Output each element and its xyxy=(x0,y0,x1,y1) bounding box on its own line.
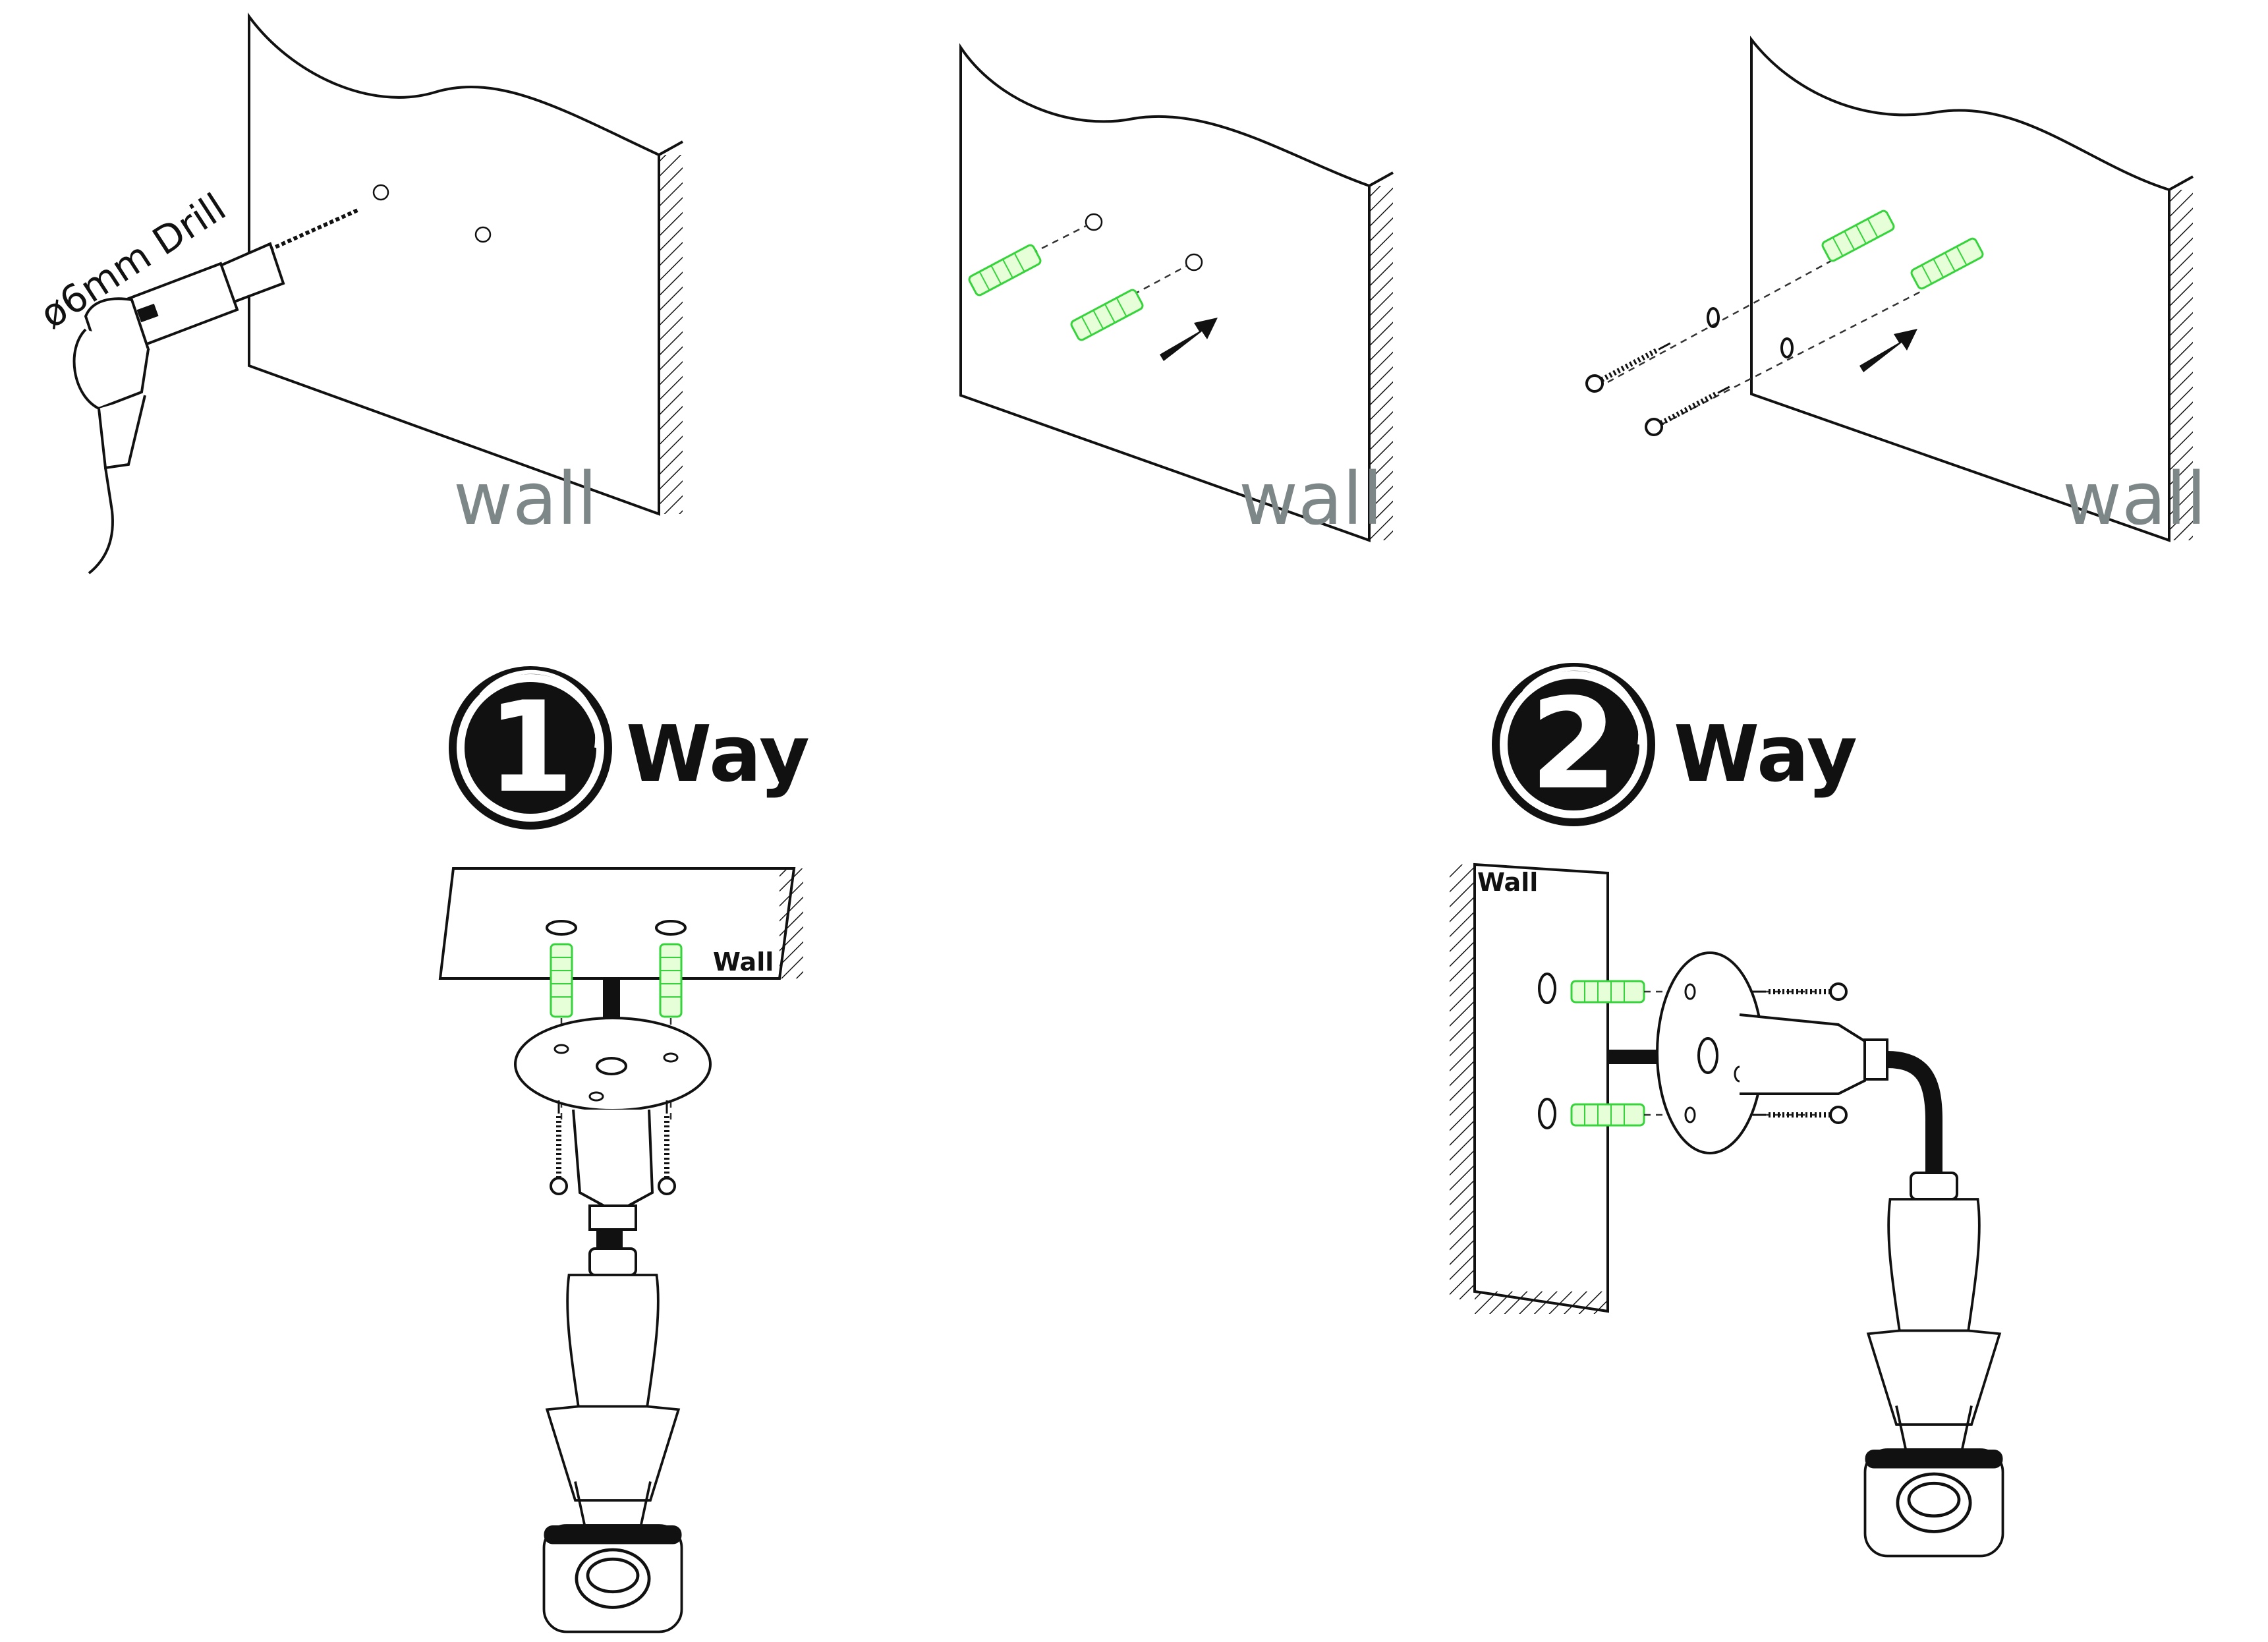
wall-hatch xyxy=(2170,190,2193,540)
arrow-icon xyxy=(1160,318,1218,361)
wall-anchor xyxy=(550,943,573,1018)
method-2-label: Way xyxy=(1674,708,1857,799)
wall-anchor xyxy=(659,943,683,1018)
method-1-badge: 1 xyxy=(449,666,612,830)
method-1-number: 1 xyxy=(487,675,574,820)
wall-hatch xyxy=(1371,186,1393,540)
wall-hatch xyxy=(660,155,683,514)
wall-label: wall xyxy=(2062,457,2207,541)
wall-anchor xyxy=(1570,980,1645,1004)
drill-hole xyxy=(1085,213,1103,231)
wall-anchor xyxy=(1820,208,1896,264)
wall-anchor xyxy=(1069,287,1145,343)
drill-icon xyxy=(72,208,360,575)
screw-icon xyxy=(1584,336,1674,394)
method-2-badge: 2 xyxy=(1492,663,1655,826)
method-1: 1 Way Wall xyxy=(438,666,810,1632)
wall-hole xyxy=(1707,307,1720,328)
wall-anchor xyxy=(1909,236,1985,291)
screw-icon xyxy=(551,1100,567,1194)
wall-hole xyxy=(1780,337,1794,358)
wall-tag: Wall xyxy=(1477,868,1538,897)
wall-anchor xyxy=(1570,1103,1645,1127)
wall-label: wall xyxy=(453,457,598,541)
drill-hole xyxy=(1185,253,1203,271)
wall-label: wall xyxy=(1239,457,1383,541)
screw-icon xyxy=(659,1100,675,1194)
panel-insert-screws: wall xyxy=(1584,36,2207,542)
lamp-head xyxy=(544,1247,682,1632)
method-2-number: 2 xyxy=(1530,671,1617,817)
method-1-label: Way xyxy=(626,708,810,799)
lamp-head xyxy=(1865,1172,2003,1556)
method-2: 2 Way Wall xyxy=(1450,663,2003,1556)
arrow-icon xyxy=(1859,329,1917,372)
drill-hole xyxy=(372,184,389,201)
drill-hole xyxy=(474,226,492,243)
panel-drilling: ø6mm Drill wall xyxy=(32,12,683,575)
wall-face xyxy=(959,43,1371,542)
wall-face xyxy=(1750,36,2170,542)
wall-surface xyxy=(1473,863,1609,1313)
panel-insert-anchors: wall xyxy=(959,43,1394,542)
screw-icon xyxy=(1643,380,1734,438)
wall-anchor xyxy=(967,242,1043,298)
wall-tag: Wall xyxy=(713,948,774,977)
wall-face xyxy=(248,12,660,516)
